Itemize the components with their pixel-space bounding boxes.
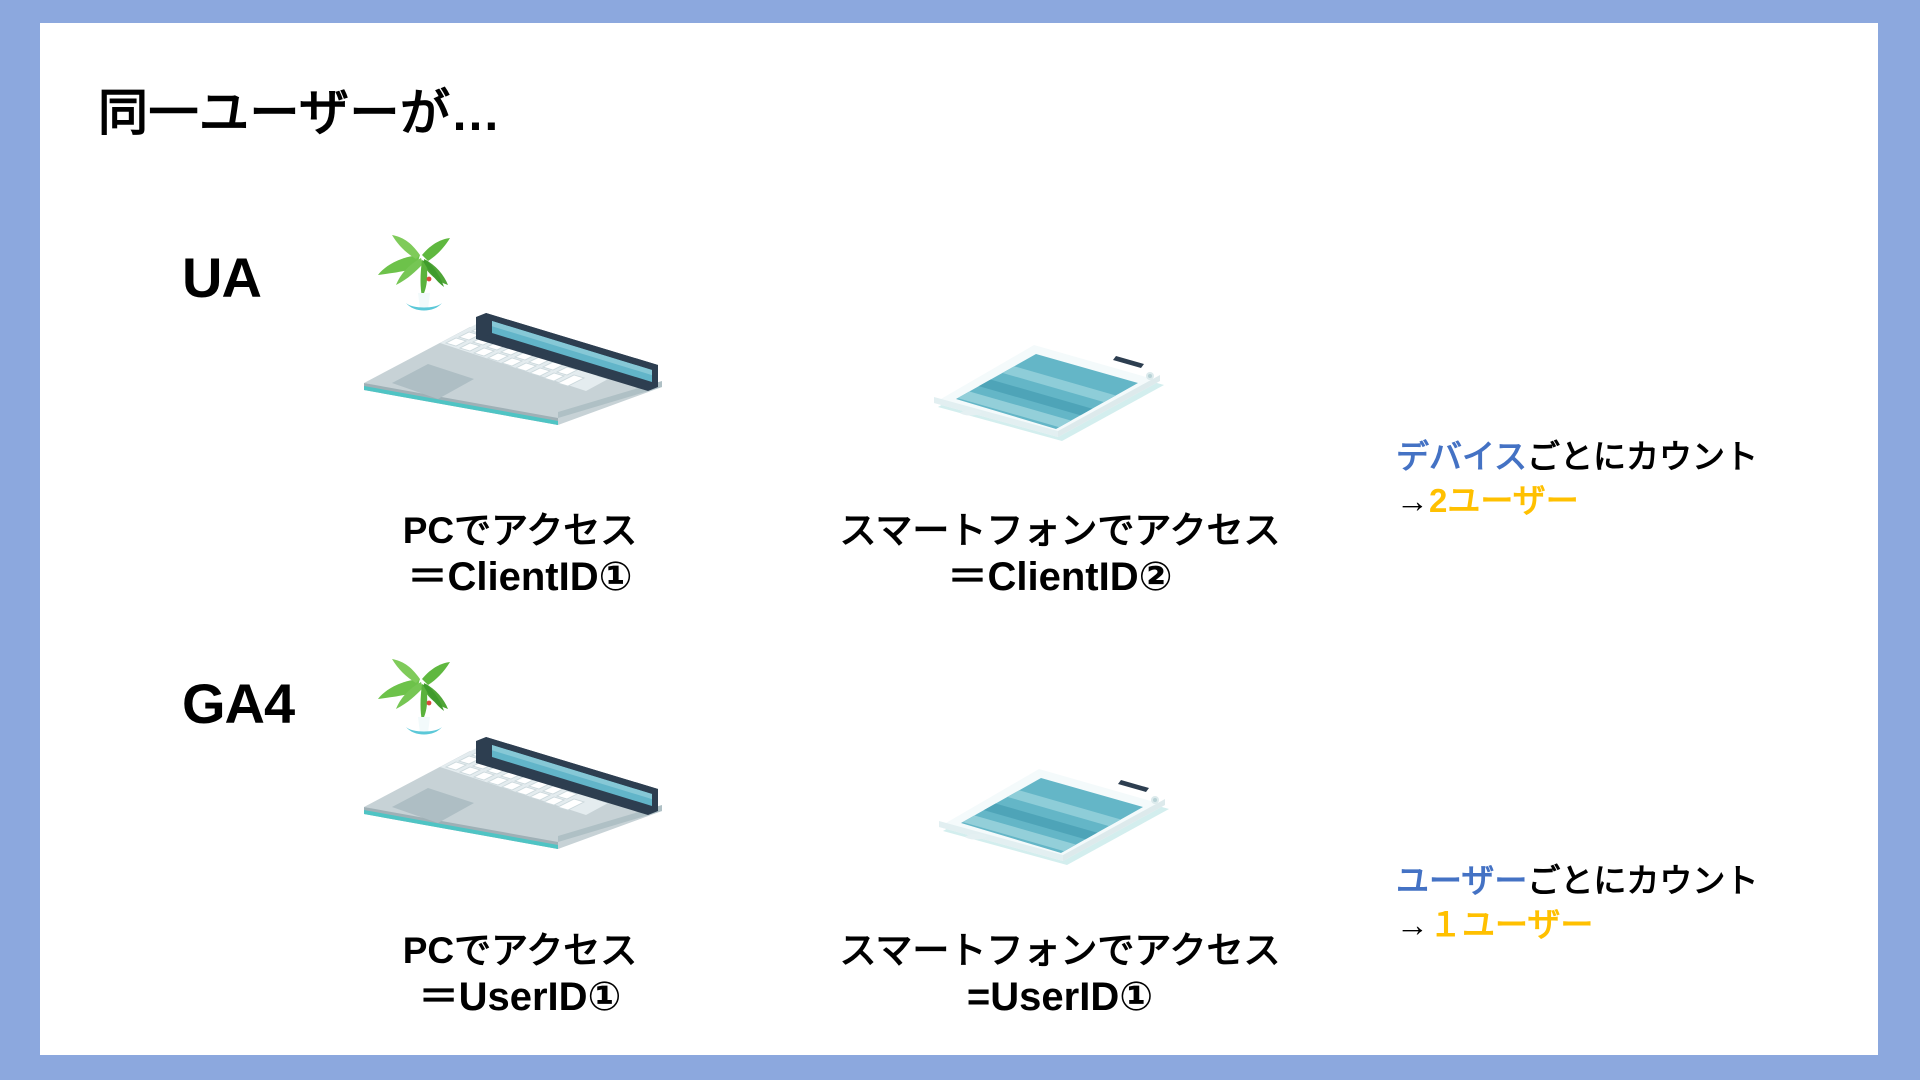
caption-line-1: PCでアクセス [402, 510, 638, 551]
caption-ua-pc: PCでアクセス ＝ClientID① [300, 508, 740, 602]
annotation-line-1: デバイスごとにカウント [1396, 435, 1758, 479]
caption-line-2: ＝ClientID② [947, 555, 1173, 600]
annotation-line-1: ユーザーごとにカウント [1396, 859, 1758, 903]
annotation-rest: ごとにカウント [1527, 862, 1759, 899]
caption-line-1: スマートフォンでアクセス [839, 930, 1281, 971]
arrow-icon: → [1396, 481, 1429, 519]
caption-line-2: ＝ClientID① [407, 555, 633, 600]
plant-decoration [378, 235, 450, 311]
annotation-rest: ごとにカウント [1527, 438, 1759, 475]
laptop-icon [358, 235, 668, 425]
caption-ga4-smartphone: スマートフォンでアクセス =UserID① [760, 928, 1360, 1022]
laptop-icon [358, 659, 668, 849]
smartphone-icon [920, 325, 1180, 445]
caption-line-2: ＝UserID① [418, 975, 622, 1020]
smartphone-icon [925, 749, 1185, 869]
section-label-ga4: GA4 [182, 672, 295, 735]
annotation-highlight: デバイス [1396, 438, 1528, 475]
annotation-ga4: ユーザーごとにカウント →１ユーザー [1396, 859, 1758, 946]
arrow-icon: → [1396, 905, 1429, 943]
slide-canvas: 同一ユーザーが… UA [40, 23, 1878, 1055]
annotation-line-2: →2ユーザー [1396, 479, 1758, 523]
annotation-highlight: ユーザー [1396, 862, 1528, 899]
caption-line-1: PCでアクセス [402, 930, 638, 971]
caption-line-1: スマートフォンでアクセス [839, 510, 1281, 551]
caption-line-2: =UserID① [966, 975, 1154, 1020]
caption-ua-smartphone: スマートフォンでアクセス ＝ClientID② [760, 508, 1360, 602]
section-label-ua: UA [182, 246, 262, 309]
annotation-line-2: →１ユーザー [1396, 903, 1758, 947]
annotation-ua: デバイスごとにカウント →2ユーザー [1396, 435, 1758, 522]
annotation-result: １ユーザー [1429, 905, 1594, 943]
plant-decoration [378, 659, 450, 735]
annotation-result: 2ユーザー [1429, 481, 1579, 519]
page-title: 同一ユーザーが… [98, 85, 501, 141]
caption-ga4-pc: PCでアクセス ＝UserID① [300, 928, 740, 1022]
